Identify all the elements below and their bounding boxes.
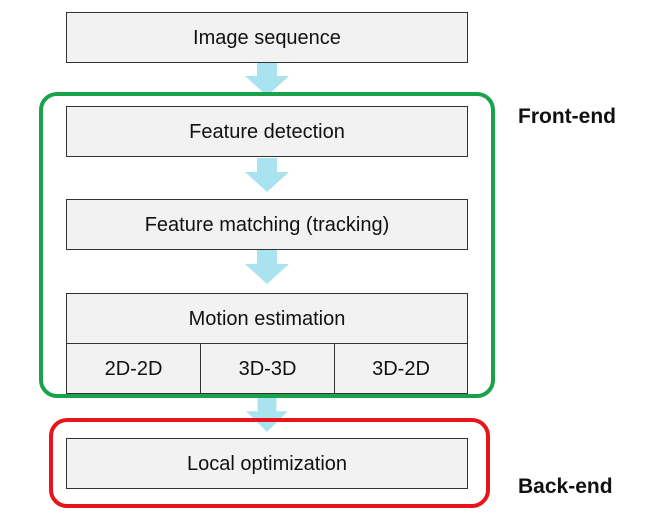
arrow-icon [246, 398, 288, 432]
arrow-icon [245, 62, 289, 96]
local-optimization-box: Local optimization [66, 438, 468, 489]
feature-matching-label: Feature matching (tracking) [144, 213, 390, 236]
motion-estimation-box: Motion estimation [66, 293, 468, 344]
method-label: 3D-3D [238, 357, 297, 380]
back-end-frame [49, 418, 490, 508]
method-cell-3d-2d: 3D-2D [334, 343, 468, 394]
local-optimization-label: Local optimization [186, 452, 348, 475]
method-cell-3d-3d: 3D-3D [200, 343, 335, 394]
method-cell-2d-2d: 2D-2D [66, 343, 201, 394]
image-sequence-box: Image sequence [66, 12, 468, 63]
front-end-label: Front-end [518, 105, 616, 128]
image-sequence-label: Image sequence [193, 26, 341, 49]
feature-detection-box: Feature detection [66, 106, 468, 157]
motion-estimation-label: Motion estimation [188, 307, 346, 330]
arrow-icon [245, 158, 289, 192]
method-label: 3D-2D [372, 357, 430, 380]
arrow-icon [245, 250, 289, 284]
front-end-frame [39, 92, 495, 398]
feature-detection-label: Feature detection [189, 120, 345, 143]
method-label: 2D-2D [104, 357, 163, 380]
back-end-label: Back-end [518, 475, 613, 498]
feature-matching-box: Feature matching (tracking) [66, 199, 468, 250]
